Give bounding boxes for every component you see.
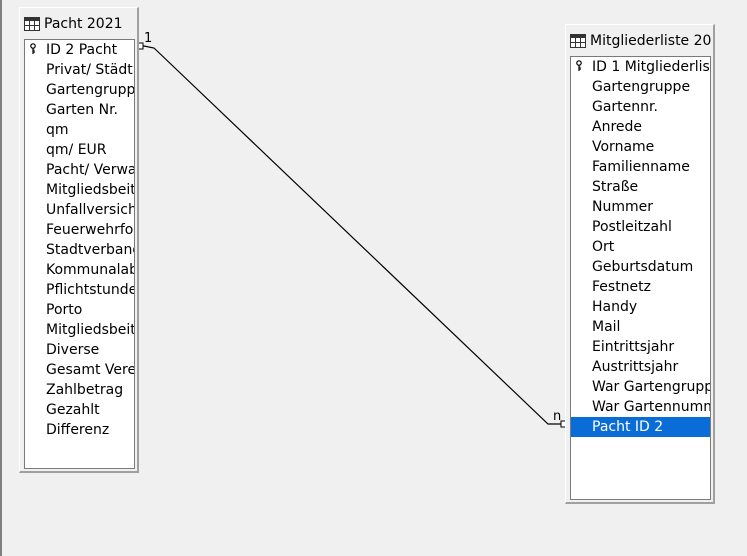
cardinality-one-label: 1 (144, 31, 153, 46)
field-row[interactable]: Differenz (25, 420, 134, 440)
field-label: Feuerwehrfon (46, 222, 134, 238)
field-label: War Gartennummer (592, 399, 710, 415)
field-label: Nummer (592, 199, 653, 215)
table-title: Mitgliederliste 202 (590, 33, 712, 49)
field-label: Pflichtstunden (46, 282, 134, 298)
field-row[interactable]: qm (25, 120, 134, 140)
field-label: Gezahlt (46, 402, 100, 418)
field-label: Ort (592, 239, 615, 255)
field-row[interactable]: Eintrittsjahr (571, 337, 710, 357)
field-row[interactable]: Ort (571, 237, 710, 257)
table-title: Pacht 2021 (44, 16, 123, 32)
field-label: Unfallversiche (46, 202, 134, 218)
field-label: Pacht/ Verwal (46, 162, 134, 178)
field-row[interactable]: Gartengruppe (25, 80, 134, 100)
field-label: Porto (46, 302, 83, 318)
table-grid-icon (24, 17, 40, 31)
field-label: Familienname (592, 159, 690, 175)
field-row[interactable]: Feuerwehrfon (25, 220, 134, 240)
field-row[interactable]: Pflichtstunden (25, 280, 134, 300)
cardinality-many-label: n (553, 409, 562, 424)
field-row[interactable]: Nummer (571, 197, 710, 217)
field-label: Anrede (592, 119, 643, 135)
field-row[interactable]: Porto (25, 300, 134, 320)
field-row[interactable]: Handy (571, 297, 710, 317)
field-row[interactable]: Festnetz (571, 277, 710, 297)
field-label: Stadtverband (46, 242, 134, 258)
field-label: Gartennr. (592, 99, 658, 115)
field-label: qm (46, 122, 69, 138)
field-label: qm/ EUR (46, 142, 107, 158)
field-label: Straße (592, 179, 639, 195)
field-row[interactable]: ID 2 Pacht (25, 40, 134, 60)
field-label: Vorname (592, 139, 655, 155)
field-label: Festnetz (592, 279, 652, 295)
field-row[interactable]: Postleitzahl (571, 217, 710, 237)
field-row[interactable]: ID 1 Mitgliederliste (571, 57, 710, 77)
field-label: Mitgliedsbeitr (46, 182, 134, 198)
field-row[interactable]: Unfallversiche (25, 200, 134, 220)
field-row[interactable]: Gartennr. (571, 97, 710, 117)
field-label: Gartengruppe (46, 82, 134, 98)
field-label: Pacht ID 2 (592, 419, 664, 435)
field-label: Diverse (46, 342, 100, 358)
key-icon (576, 60, 582, 71)
field-row[interactable]: Straße (571, 177, 710, 197)
field-row[interactable]: Anrede (571, 117, 710, 137)
field-row[interactable]: Vorname (571, 137, 710, 157)
key-icon (30, 43, 36, 54)
field-label: Geburtsdatum (592, 259, 694, 275)
field-row[interactable]: qm/ EUR (25, 140, 134, 160)
field-row[interactable]: Mail (571, 317, 710, 337)
field-label: Handy (592, 299, 638, 315)
table-title-bar[interactable]: Pacht 2021 (24, 12, 136, 36)
field-label: Mitgliedsbeitr (46, 322, 134, 338)
field-row[interactable]: Gezahlt (25, 400, 134, 420)
field-list[interactable]: ID 1 MitgliederlisteGartengruppeGartennr… (570, 56, 711, 500)
field-row-selected[interactable]: Pacht ID 2 (571, 417, 710, 437)
field-row[interactable]: War Gartengruppe (571, 377, 710, 397)
field-row[interactable]: Zahlbetrag (25, 380, 134, 400)
field-row[interactable]: Mitgliedsbeitr (25, 320, 134, 340)
field-row[interactable]: Austrittsjahr (571, 357, 710, 377)
field-row[interactable]: Geburtsdatum (571, 257, 710, 277)
table-window-mitgliederliste[interactable]: Mitgliederliste 202 ID 1 Mitgliederliste… (565, 24, 715, 504)
field-label: Eintrittsjahr (592, 339, 675, 355)
field-label: Kommunalabg (46, 262, 134, 278)
field-row[interactable]: Garten Nr. (25, 100, 134, 120)
field-row[interactable]: Kommunalabg (25, 260, 134, 280)
field-label: Gesamt Verein (46, 362, 134, 378)
field-row[interactable]: Mitgliedsbeitr (25, 180, 134, 200)
field-label: Garten Nr. (46, 102, 119, 118)
field-row[interactable]: Gesamt Verein (25, 360, 134, 380)
field-label: Postleitzahl (592, 219, 672, 235)
field-label: Zahlbetrag (46, 382, 124, 398)
field-row[interactable]: Gartengruppe (571, 77, 710, 97)
field-label: ID 2 Pacht (46, 42, 118, 58)
table-title-bar[interactable]: Mitgliederliste 202 (570, 29, 712, 53)
field-label: Austrittsjahr (592, 359, 679, 375)
field-row[interactable]: Familienname (571, 157, 710, 177)
field-row[interactable]: Privat/ Städtis (25, 60, 134, 80)
field-row[interactable]: Stadtverband (25, 240, 134, 260)
field-row[interactable]: Diverse (25, 340, 134, 360)
field-label: Mail (592, 319, 621, 335)
design-area-left-border (0, 0, 2, 556)
field-row[interactable]: Pacht/ Verwal (25, 160, 134, 180)
field-label: War Gartengruppe (592, 379, 710, 395)
table-grid-icon (570, 34, 586, 48)
field-label: Privat/ Städtis (46, 62, 134, 78)
field-label: Gartengruppe (592, 79, 691, 95)
field-row[interactable]: War Gartennummer (571, 397, 710, 417)
field-label: Differenz (46, 422, 110, 438)
field-label: ID 1 Mitgliederliste (592, 59, 710, 75)
